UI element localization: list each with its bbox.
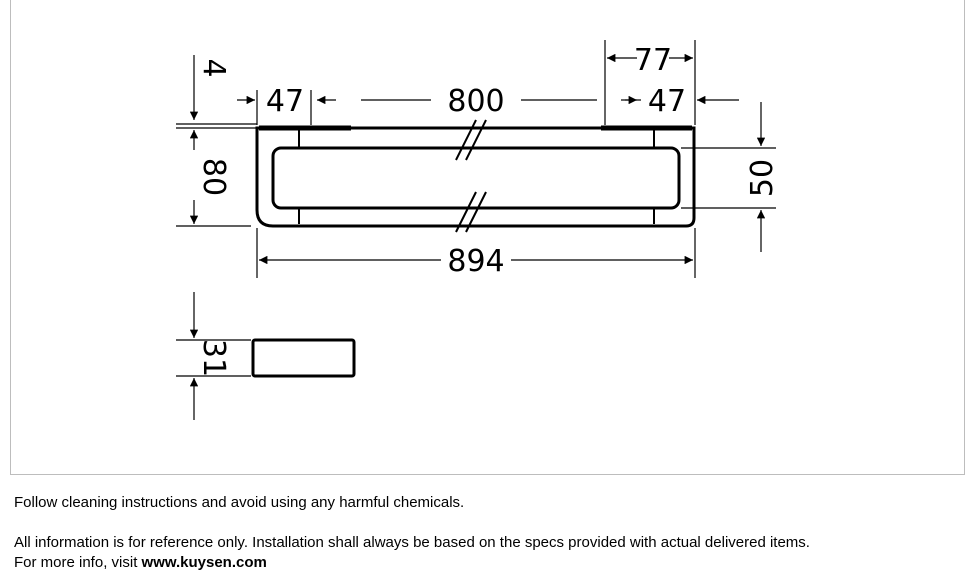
- technical-drawing-frame: 4 80 47 800 77 47 50 894 31: [10, 0, 965, 475]
- dim-top-offset: 4: [196, 58, 231, 77]
- cleaning-note: Follow cleaning instructions and avoid u…: [14, 494, 465, 511]
- towel-bar-side-profile: [251, 338, 356, 378]
- dimension-lines: [176, 40, 776, 420]
- notes-section: Follow cleaning instructions and avoid u…: [14, 493, 964, 573]
- website-link[interactable]: www.kuysen.com: [141, 554, 267, 571]
- technical-drawing: 4 80 47 800 77 47 50 894 31: [176, 40, 780, 420]
- towel-bar-front-view: [255, 119, 696, 233]
- dim-right-overall: 77: [634, 43, 672, 78]
- dim-inner-height: 50: [745, 159, 780, 197]
- disclaimer-note: All information is for reference only. I…: [14, 534, 810, 551]
- dim-overall-length: 894: [447, 244, 504, 279]
- dim-left-edge: 47: [266, 84, 304, 119]
- more-info-line: For more info, visit www.kuysen.com: [14, 553, 964, 573]
- more-info-prefix: For more info, visit: [14, 554, 142, 571]
- dim-height: 80: [196, 158, 231, 196]
- dim-depth: 31: [196, 339, 231, 377]
- dim-right-edge: 47: [648, 84, 686, 119]
- dim-center-span: 800: [447, 84, 504, 119]
